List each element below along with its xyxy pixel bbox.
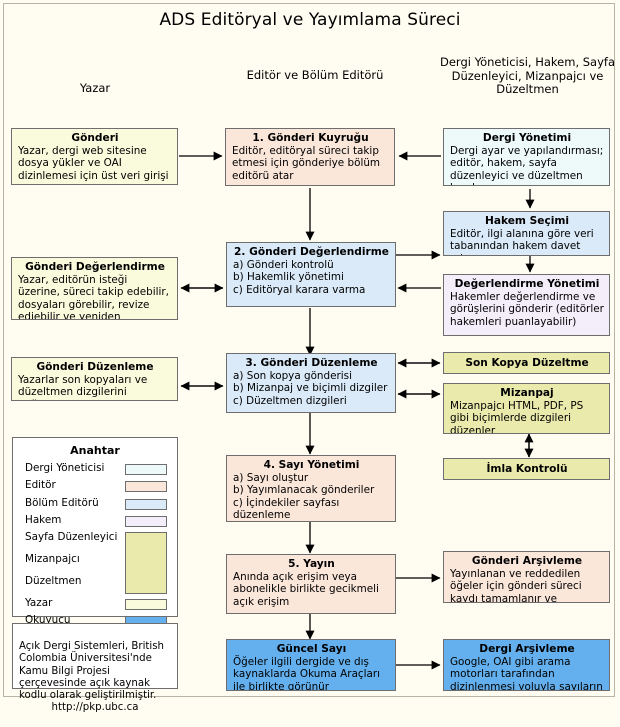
box-copyediting-title: Son Kopya Düzeltme — [465, 356, 589, 369]
box-submission-title: Gönderi — [71, 132, 119, 144]
column-heading-author: Yazar — [79, 81, 111, 95]
legend-label: Hakem — [25, 513, 62, 526]
legend-item-hakem: Hakem — [13, 513, 177, 530]
box-publication[interactable]: 5. Yayın Anında açık erişim veya aboneli… — [226, 554, 396, 614]
box-issue-management[interactable]: 4. Sayı Yönetimi a) Sayı oluştur b) Yayı… — [226, 455, 396, 522]
box-proofreading-title: İmla Kontrolü — [486, 462, 568, 475]
box-submission-queue[interactable]: 1. Gönderi Kuyruğu Editör, editöryal sür… — [225, 128, 395, 186]
box-review-management-title: Değerlendirme Yönetimi — [454, 278, 600, 290]
box-reviewer-selection-title: Hakem Seçimi — [484, 215, 570, 227]
box-layout-editing-body: Mizanpajcı HTML, PDF, PS gibi biçimlerde… — [450, 400, 584, 434]
box-publication-title: 5. Yayın — [288, 558, 335, 570]
box-current-issue-body: Öğeler ilgili dergide ve dış kaynaklarda… — [233, 656, 381, 691]
box-submission-queue-title: 1. Gönderi Kuyruğu — [252, 132, 369, 144]
box-reviewer-selection-body: Editör, ilgi alanına göre veri tabanında… — [450, 228, 594, 255]
box-submission-editing-author-body: Yazarlar son kopyaları ve düzeltmen dizg… — [18, 374, 148, 400]
legend-label: Editör — [25, 479, 56, 492]
box-submission-editing-title: 3. Gönderi Düzenleme — [245, 357, 378, 369]
column-heading-editor: Editör ve Bölüm Editörü — [246, 68, 384, 82]
legend-label: Düzeltmen — [25, 575, 82, 588]
box-submission-archive[interactable]: Gönderi Arşivleme Yayınlanan ve reddedil… — [443, 551, 610, 603]
box-submission-review[interactable]: 2. Gönderi Değerlendirme a) Gönderi kont… — [226, 242, 396, 307]
legend-item-dergi-yoneticisi: Dergi Yöneticisi — [13, 461, 177, 478]
box-layout-editing[interactable]: Mizanpaj Mizanpajcı HTML, PDF, PS gibi b… — [443, 383, 610, 434]
box-submission-body: Yazar, dergi web sitesine dosya yükler v… — [18, 145, 169, 184]
legend-item-mizanpajci: Mizanpajcı — [13, 552, 177, 574]
box-submission[interactable]: Gönderi Yazar, dergi web sitesine dosya … — [11, 128, 178, 185]
box-issue-management-title: 4. Sayı Yönetimi — [263, 459, 360, 471]
box-submission-archive-title: Gönderi Arşivleme — [471, 555, 583, 567]
box-submission-review-body: a) Gönderi kontrolü b) Hakemlik yönetimi… — [233, 259, 366, 296]
box-journal-archive-title: Dergi Arşivleme — [479, 643, 575, 655]
legend-label: Bölüm Editörü — [25, 496, 99, 509]
box-reviewer-selection[interactable]: Hakem Seçimi Editör, ilgi alanına göre v… — [443, 211, 610, 256]
credit-panel: Açık Dergi Sistemleri, British Colombia … — [12, 623, 178, 713]
box-journal-management-body: Dergi ayar ve yapılandırması; editör, ha… — [450, 145, 604, 185]
legend-panel: Anahtar Dergi Yöneticisi Editör Bölüm Ed… — [12, 437, 178, 628]
box-submission-evaluation-author-title: Gönderi Değerlendirme — [25, 261, 165, 273]
page-title: ADS Editöryal ve Yayımlama Süreci — [159, 10, 461, 30]
legend-swatch-layout — [125, 532, 167, 595]
box-submission-evaluation-author[interactable]: Gönderi Değerlendirme Yazar, editörün is… — [11, 257, 178, 320]
box-review-management[interactable]: Değerlendirme Yönetimi Hakemler değerlen… — [443, 274, 610, 336]
box-current-issue[interactable]: Güncel Sayı Öğeler ilgili dergide ve dış… — [226, 639, 396, 691]
legend-label: Dergi Yöneticisi — [25, 462, 105, 474]
legend-title: Anahtar — [70, 444, 120, 457]
legend-label: Mizanpajcı — [25, 553, 80, 566]
legend-item-bolum-editoru: Bölüm Editörü — [13, 496, 177, 513]
legend-swatch-section — [125, 498, 167, 510]
legend-swatch-editor — [125, 481, 167, 493]
box-submission-queue-body: Editör, editöryal süreci takip etmesi iç… — [232, 145, 381, 182]
box-journal-archive-body: Google, OAI gibi arama motorları tarafın… — [450, 656, 603, 691]
box-submission-editing-author-title: Gönderi Düzenleme — [36, 361, 154, 373]
box-issue-management-body: a) Sayı oluştur b) Yayımlanacak gönderil… — [233, 472, 375, 521]
box-submission-archive-body: Yayınlanan ve reddedilen öğeler için gön… — [450, 568, 582, 603]
column-heading-staff: Dergi Yöneticisi, Hakem, Sayfa Düzenleyi… — [440, 55, 616, 96]
box-journal-archive[interactable]: Dergi Arşivleme Google, OAI gibi arama m… — [443, 639, 610, 691]
box-publication-body: Anında açık erişim veya abonelikle birli… — [233, 571, 379, 608]
legend-item-editor: Editör — [13, 478, 177, 495]
box-copyediting[interactable]: Son Kopya Düzeltme — [443, 352, 610, 374]
legend-item-duzeltmen: Düzeltmen — [13, 574, 177, 596]
box-journal-management-title: Dergi Yönetimi — [482, 132, 572, 144]
box-journal-management[interactable]: Dergi Yönetimi Dergi ayar ve yapılandırm… — [443, 128, 610, 186]
diagram-canvas: ADS Editöryal ve Yayımlama Süreci Yazar … — [3, 3, 616, 714]
box-submission-review-title: 2. Gönderi Değerlendirme — [234, 246, 389, 258]
legend-label: Yazar — [25, 597, 53, 610]
box-submission-editing[interactable]: 3. Gönderi Düzenleme a) Son kopya gönder… — [226, 353, 396, 413]
box-submission-evaluation-author-body: Yazar, editörün isteği üzerine, süreci t… — [18, 274, 169, 320]
box-review-management-body: Hakemler değerlendirme ve görüşlerini gö… — [450, 291, 604, 328]
credit-url[interactable]: http://pkp.ubc.ca — [51, 702, 139, 714]
legend-swatch-manager — [125, 464, 167, 475]
legend-swatch-author — [125, 599, 167, 611]
box-submission-editing-author[interactable]: Gönderi Düzenleme Yazarlar son kopyaları… — [11, 357, 178, 401]
legend-item-sayfa-duzenleyici: Sayfa Düzenleyici — [13, 530, 177, 552]
legend-swatch-reviewer — [125, 515, 167, 527]
credit-text: Açık Dergi Sistemleri, British Colombia … — [19, 641, 164, 702]
box-proofreading[interactable]: İmla Kontrolü — [443, 458, 610, 480]
box-submission-editing-body: a) Son kopya gönderisi b) Mizanpaj ve bi… — [233, 370, 388, 407]
legend-item-yazar: Yazar — [13, 596, 177, 613]
diagram-frame — [3, 3, 615, 697]
box-current-issue-title: Güncel Sayı — [276, 643, 347, 655]
box-layout-editing-title: Mizanpaj — [500, 387, 554, 399]
legend-label: Sayfa Düzenleyici — [25, 531, 118, 544]
